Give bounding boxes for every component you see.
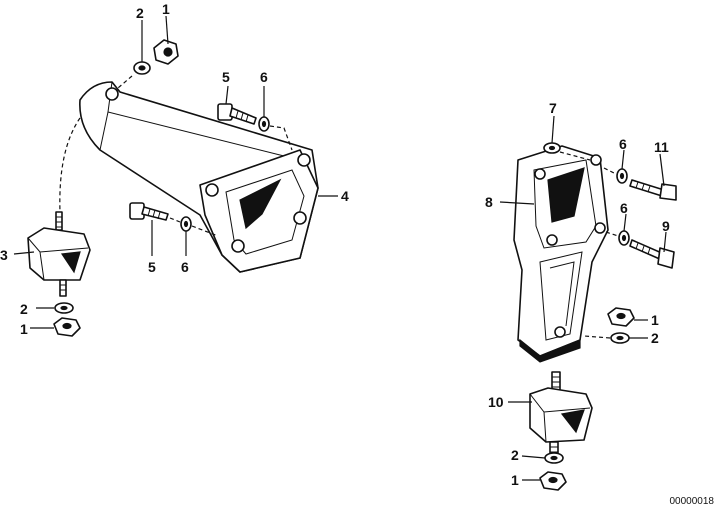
callout-right-nut-bottom: 1 — [511, 472, 519, 488]
callout-left-washer-bottom: 2 — [20, 301, 28, 317]
right-top-washer — [543, 142, 561, 154]
callout-right-washer-side: 2 — [651, 330, 659, 346]
left-assembly: 1 2 5 6 4 3 5 6 2 1 — [0, 1, 349, 337]
callout-right-nut-side: 1 — [651, 312, 659, 328]
right-washer-6-lower — [618, 230, 630, 246]
callout-left-nut-top: 1 — [162, 1, 170, 17]
callout-right-bolt-9: 9 — [662, 218, 670, 234]
right-engine-mount — [529, 371, 593, 457]
drawing-number: 00000018 — [670, 496, 715, 507]
callout-left-washer-upper: 6 — [260, 69, 268, 85]
callout-left-nut-bottom: 1 — [20, 321, 28, 337]
right-bolt-9 — [629, 239, 675, 269]
left-bottom-washer — [54, 302, 74, 314]
callout-left-mount: 3 — [0, 247, 8, 263]
right-bottom-washer — [544, 452, 564, 464]
callout-left-washer-top: 2 — [136, 5, 144, 21]
left-lower-washer — [180, 216, 192, 232]
right-side-washer — [610, 332, 630, 344]
callout-right-washer-mid1: 6 — [619, 136, 627, 152]
callout-right-bracket: 8 — [485, 194, 493, 210]
callout-left-bracket: 4 — [341, 188, 349, 204]
callout-left-bolt-lower: 5 — [148, 259, 156, 275]
callout-right-washer-mid2: 6 — [620, 200, 628, 216]
right-bolt-11 — [629, 179, 677, 201]
left-bracket — [79, 81, 319, 273]
right-leader-lines — [499, 115, 667, 481]
right-bracket — [513, 145, 609, 363]
left-leader-lines — [13, 15, 338, 329]
callout-right-washer-top: 7 — [549, 100, 557, 116]
callout-left-washer-lower: 6 — [181, 259, 189, 275]
callout-left-bolt-upper: 5 — [222, 69, 230, 85]
callout-right-mount: 10 — [488, 394, 504, 410]
callout-right-washer-bottom: 2 — [511, 447, 519, 463]
right-washer-6-upper — [616, 168, 628, 184]
right-assembly: 7 8 6 11 6 9 1 2 10 2 1 — [485, 100, 677, 491]
right-bottom-nut — [539, 471, 567, 491]
right-side-nut — [607, 307, 635, 327]
left-bottom-nut — [53, 317, 81, 337]
left-lower-bolt — [129, 202, 169, 221]
left-top-washer — [133, 61, 151, 75]
callout-right-bolt-11: 11 — [654, 139, 669, 155]
left-engine-mount — [27, 211, 91, 297]
left-upper-bolt — [217, 103, 257, 125]
left-top-nut — [153, 39, 179, 65]
left-upper-washer — [258, 116, 270, 132]
